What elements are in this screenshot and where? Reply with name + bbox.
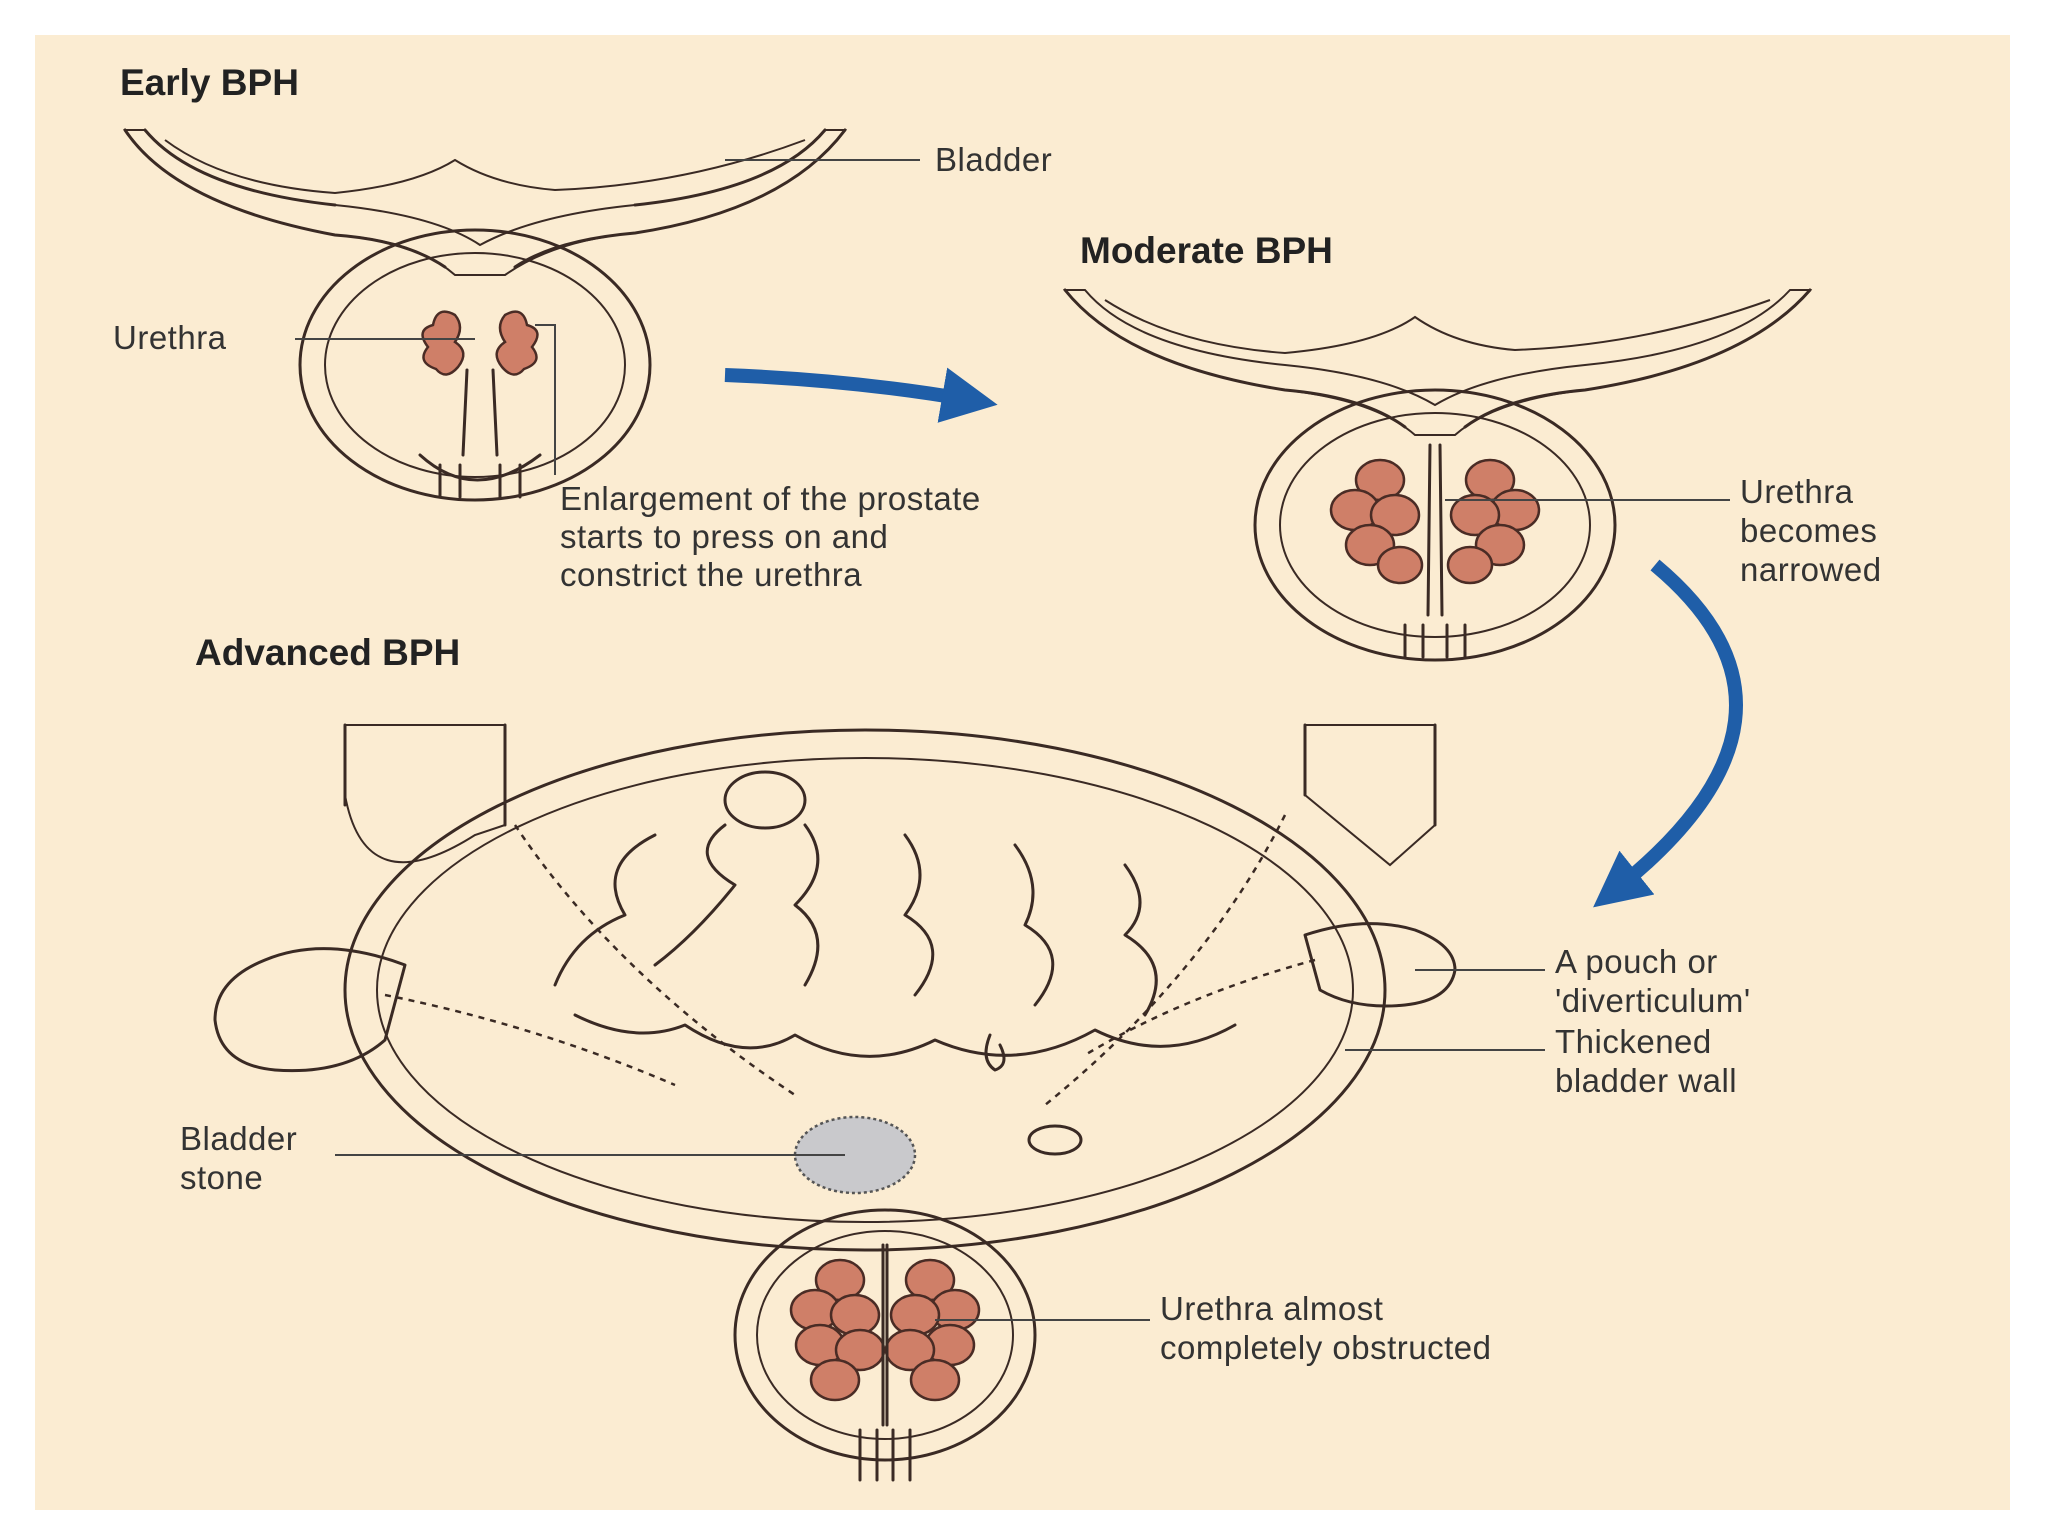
- moderate-bph-illustration: [1062, 288, 1813, 662]
- early-bph-title: Early BPH: [120, 62, 299, 103]
- diagram-canvas: Early BPH Bladder Urethra Enlargement of…: [35, 35, 2010, 1510]
- moderate-lobes: [1329, 458, 1541, 585]
- enlargement-line-3: constrict the urethra: [560, 556, 862, 593]
- pouch-label: A pouch or 'diverticulum': [1555, 943, 1751, 1019]
- obstructed-line-1: Urethra almost: [1160, 1290, 1383, 1327]
- pouch-line-1: A pouch or: [1555, 943, 1718, 980]
- stone-line-1: Bladder: [180, 1120, 297, 1157]
- bladder-stone-shape: [793, 1115, 917, 1195]
- stone-line-2: stone: [180, 1159, 263, 1196]
- enlargement-label: Enlargement of the prostate starts to pr…: [560, 480, 990, 593]
- thickened-label: Thickened bladder wall: [1555, 1023, 1737, 1099]
- urethra-narrowed-line-3: narrowed: [1740, 551, 1882, 588]
- early-bph-illustration: [123, 128, 848, 502]
- urethra-narrowed-line-2: becomes: [1740, 512, 1877, 549]
- bladder-label: Bladder: [935, 141, 1052, 178]
- urethra-early-label: Urethra: [113, 319, 227, 356]
- enlargement-leader: [535, 324, 556, 475]
- obstructed-line-2: completely obstructed: [1160, 1329, 1492, 1366]
- progression-arrow-2: [1593, 559, 1743, 908]
- urethra-narrowed-line-1: Urethra: [1740, 473, 1854, 510]
- enlargement-line-2: starts to press on and: [560, 518, 888, 555]
- stone-label: Bladder stone: [180, 1120, 307, 1196]
- bph-progression-diagram: Early BPH Bladder Urethra Enlargement of…: [113, 62, 1887, 1482]
- obstructed-label: Urethra almost completely obstructed: [1160, 1290, 1492, 1366]
- thickened-line-1: Thickened: [1555, 1023, 1712, 1060]
- pouch-line-2: 'diverticulum': [1555, 982, 1751, 1019]
- moderate-bph-title: Moderate BPH: [1080, 230, 1333, 271]
- enlargement-line-1: Enlargement of the prostate: [560, 480, 981, 517]
- urethra-narrowed-label: Urethra becomes narrowed: [1740, 473, 1887, 588]
- thickened-line-2: bladder wall: [1555, 1062, 1737, 1099]
- advanced-lobes: [789, 1258, 981, 1402]
- advanced-bph-illustration: [213, 723, 1457, 1482]
- progression-arrow-1: [724, 367, 998, 423]
- advanced-bph-title: Advanced BPH: [195, 632, 460, 673]
